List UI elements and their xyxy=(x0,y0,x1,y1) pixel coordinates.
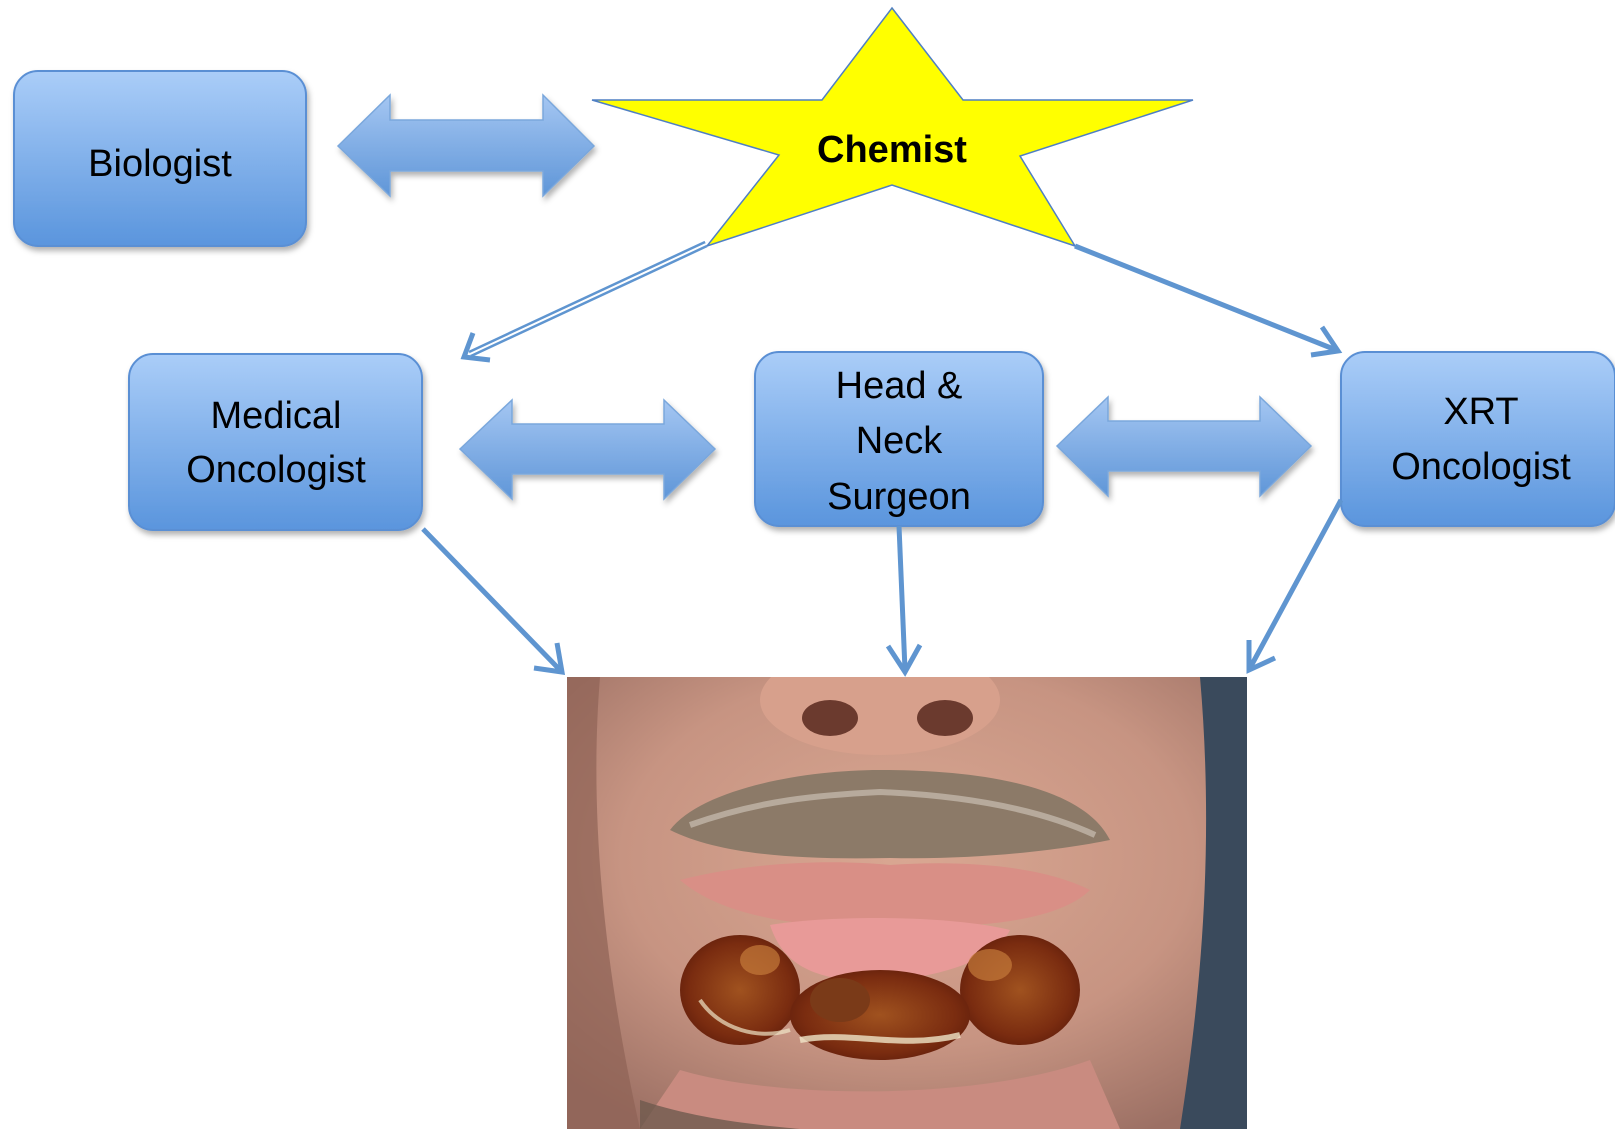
biologist-chemist-double-arrow xyxy=(338,95,594,196)
medical-oncologist-label-line1: Medical xyxy=(211,395,342,437)
chemist-label: Chemist xyxy=(817,129,967,171)
medical-surgeon-double-arrow xyxy=(460,400,715,499)
medical-oncologist-label-line2: Oncologist xyxy=(186,449,366,491)
head-neck-surgeon-label-line1: Head & xyxy=(836,365,963,407)
xrt-oncologist-label-line1: XRT xyxy=(1443,391,1518,433)
surgeon-xrt-double-arrow xyxy=(1057,397,1311,496)
medical-oncologist-to-photo-arrow xyxy=(423,529,562,672)
xrt-oncologist-box xyxy=(1341,352,1615,526)
xrt-oncologist-label-line2: Oncologist xyxy=(1391,446,1571,488)
head-neck-surgeon-label-line3: Surgeon xyxy=(827,476,971,518)
head-neck-surgeon-label-line2: Neck xyxy=(856,420,944,462)
chemist-to-medical-oncologist-arrow xyxy=(464,244,706,360)
surgeon-to-photo-arrow xyxy=(888,526,920,672)
medical-oncologist-box xyxy=(129,354,422,530)
biologist-label: Biologist xyxy=(88,143,232,185)
chemist-to-xrt-oncologist-arrow xyxy=(1075,246,1338,355)
xrt-oncologist-to-photo-arrow xyxy=(1249,500,1341,670)
patient-lip-lesion-photo xyxy=(567,645,1247,1129)
chemist-star xyxy=(592,8,1193,246)
